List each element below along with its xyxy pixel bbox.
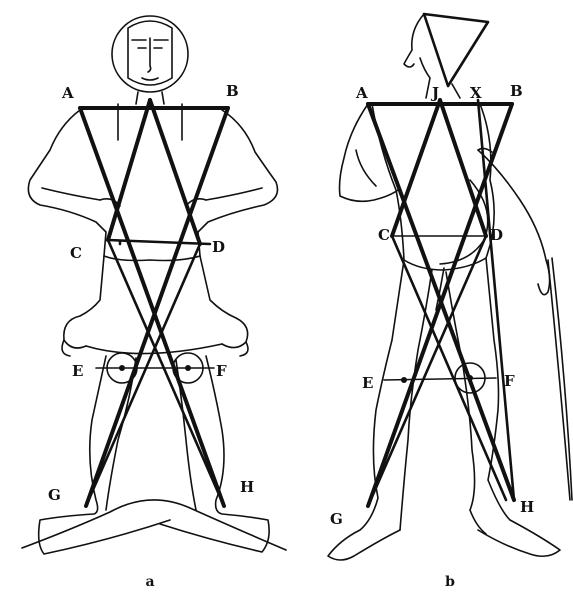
figure-a-line-cd	[108, 240, 210, 244]
figure-a-knee-markers	[96, 353, 214, 383]
figure-a-line-neck-c	[108, 100, 150, 240]
figure-b-caption: b	[445, 574, 455, 590]
figure-b-label-b: B	[510, 82, 523, 100]
figure-a-line-bg	[86, 108, 228, 506]
figure-b-line-j-c	[392, 100, 440, 236]
figure-a-head	[112, 16, 188, 104]
figure-b-knee-markers	[384, 363, 496, 393]
figure-a-label-c: C	[70, 244, 82, 262]
figure-a-label-h: H	[240, 478, 254, 496]
figure-a-line-ah	[80, 108, 224, 506]
figure-a-construction-lines	[80, 100, 228, 506]
figure-a-label-d: D	[212, 238, 225, 256]
figure-a-line-neck-d	[150, 100, 200, 244]
figure-b-label-d: D	[490, 226, 503, 244]
figure-b-label-x: X	[470, 84, 482, 102]
figure-a-label-f: F	[216, 362, 227, 380]
figure-a-label-g: G	[48, 486, 61, 504]
figure-b-construction-lines	[368, 100, 514, 506]
figure-b-label-j: J	[430, 84, 439, 102]
figure-b-label-c: C	[378, 226, 390, 244]
figure-a-caption: a	[145, 574, 154, 590]
figure-b-label-g: G	[330, 510, 343, 528]
figure-a-label-b: B	[226, 82, 239, 100]
figure-b-label-f: F	[504, 372, 515, 390]
figure-b-label-e: E	[362, 374, 373, 392]
figure-a-label-a: A	[61, 84, 74, 102]
figure-b-head-triangle	[424, 14, 488, 86]
figure-a-label-e: E	[72, 362, 83, 380]
figure-b-line-x-h	[478, 100, 514, 500]
figure-b-label-a: A	[355, 84, 368, 102]
figure-b-label-h: H	[520, 498, 534, 516]
figure-a: A B C D E F G H a	[22, 16, 286, 590]
figure-b: A J X B C D E F G H b	[328, 14, 572, 590]
